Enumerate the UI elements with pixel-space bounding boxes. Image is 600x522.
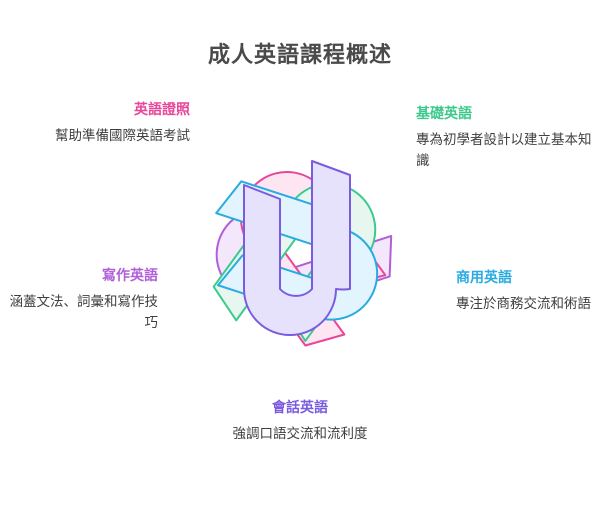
hooks-svg	[212, 160, 393, 347]
interlocking-hooks-diagram	[150, 98, 450, 408]
callout-basic-title: 基礎英語	[416, 105, 472, 121]
callout-certificate: 英語證照 幫助準備國際英語考試	[8, 100, 190, 147]
callout-business: 商用英語 專注於商務交流和術語	[456, 268, 598, 315]
callout-business-title: 商用英語	[456, 269, 512, 285]
callout-conversation: 會話英語 強調口語交流和流利度	[180, 398, 420, 445]
hooks-group	[212, 160, 393, 347]
hook-conversation	[243, 160, 351, 336]
callout-conversation-title: 會話英語	[272, 399, 328, 415]
callout-basic-description: 專為初學者設計以建立基本知識	[416, 131, 592, 168]
callout-basic: 基礎英語 專為初學者設計以建立基本知識	[416, 104, 596, 172]
callout-writing-title: 寫作英語	[102, 267, 158, 283]
callout-writing-description: 涵蓋文法、詞彙和寫作技巧	[9, 293, 159, 330]
callout-business-description: 專注於商務交流和術語	[456, 295, 591, 311]
callout-writing: 寫作英語 涵蓋文法、詞彙和寫作技巧	[6, 266, 159, 334]
callout-conversation-description: 強調口語交流和流利度	[232, 425, 368, 441]
callout-certificate-description: 幫助準備國際英語考試	[55, 127, 190, 143]
callout-certificate-title: 英語證照	[134, 101, 190, 117]
page-title: 成人英語課程概述	[207, 41, 392, 67]
